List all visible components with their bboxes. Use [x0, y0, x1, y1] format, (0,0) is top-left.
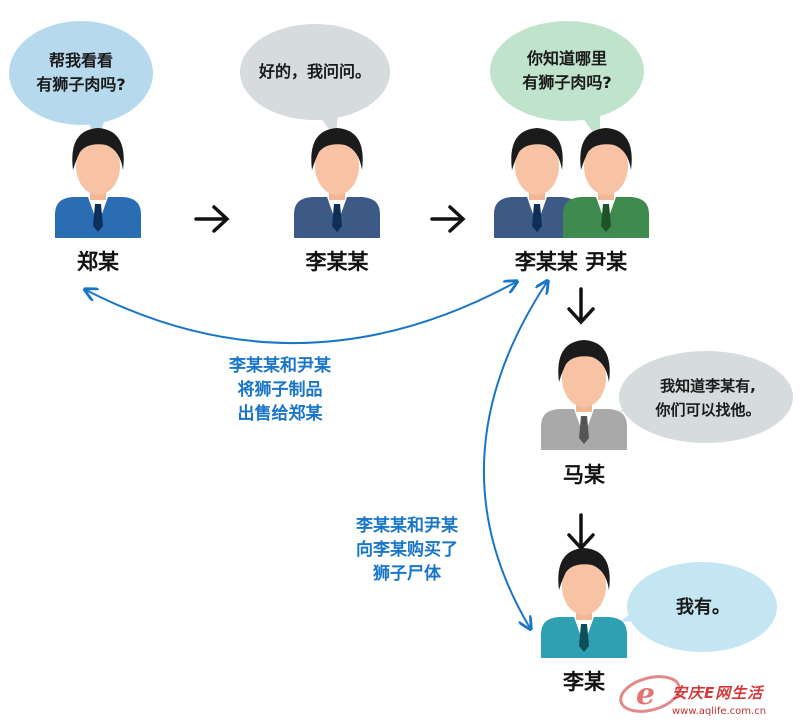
watermark-url: www.aqlife.com.cn — [672, 706, 767, 717]
curve-buy-arrow — [482, 282, 547, 628]
person-yin-icon — [563, 128, 649, 238]
watermark-text: 安庆E网生活 — [672, 684, 764, 702]
name-li1: 李某某 — [305, 250, 369, 274]
bubble-li1-text: 好的，我问问。 — [258, 62, 371, 81]
person-ma-icon — [541, 340, 627, 450]
bubble-li2-yin-text: 你知道哪里 有狮子肉吗? — [522, 49, 612, 92]
name-li2-yin: 李某某 尹某 — [514, 250, 628, 274]
note-buy: 李某某和尹某 向李某购买了 狮子尸体 — [356, 516, 458, 584]
bubble-ma — [619, 351, 793, 443]
svg-text:e: e — [636, 677, 655, 712]
note-sell: 李某某和尹某 将狮子制品 出售给郑某 — [229, 356, 331, 424]
name-li: 李某 — [563, 670, 605, 694]
person-zheng-icon — [55, 128, 141, 238]
bubble-li-text: 我有。 — [676, 597, 730, 618]
arrow-right-2-icon — [430, 205, 466, 233]
bubble-ma-text: 我知道李某有, 你们可以找他。 — [655, 377, 761, 419]
watermark-logo: e — [619, 675, 681, 713]
person-li-icon — [541, 548, 627, 658]
arrow-down-1-icon — [567, 287, 595, 325]
bubble-zheng-text: 帮我看看 有狮子肉吗? — [36, 51, 126, 94]
bubble-li — [620, 562, 777, 652]
name-zheng: 郑某 — [77, 250, 119, 274]
person-li2-icon — [494, 128, 580, 238]
name-ma: 马某 — [563, 463, 605, 487]
person-li1-icon — [294, 128, 380, 238]
arrow-right-1-icon — [194, 205, 230, 233]
curve-sell-arrow — [86, 282, 516, 344]
arrow-down-2-icon — [567, 513, 595, 551]
